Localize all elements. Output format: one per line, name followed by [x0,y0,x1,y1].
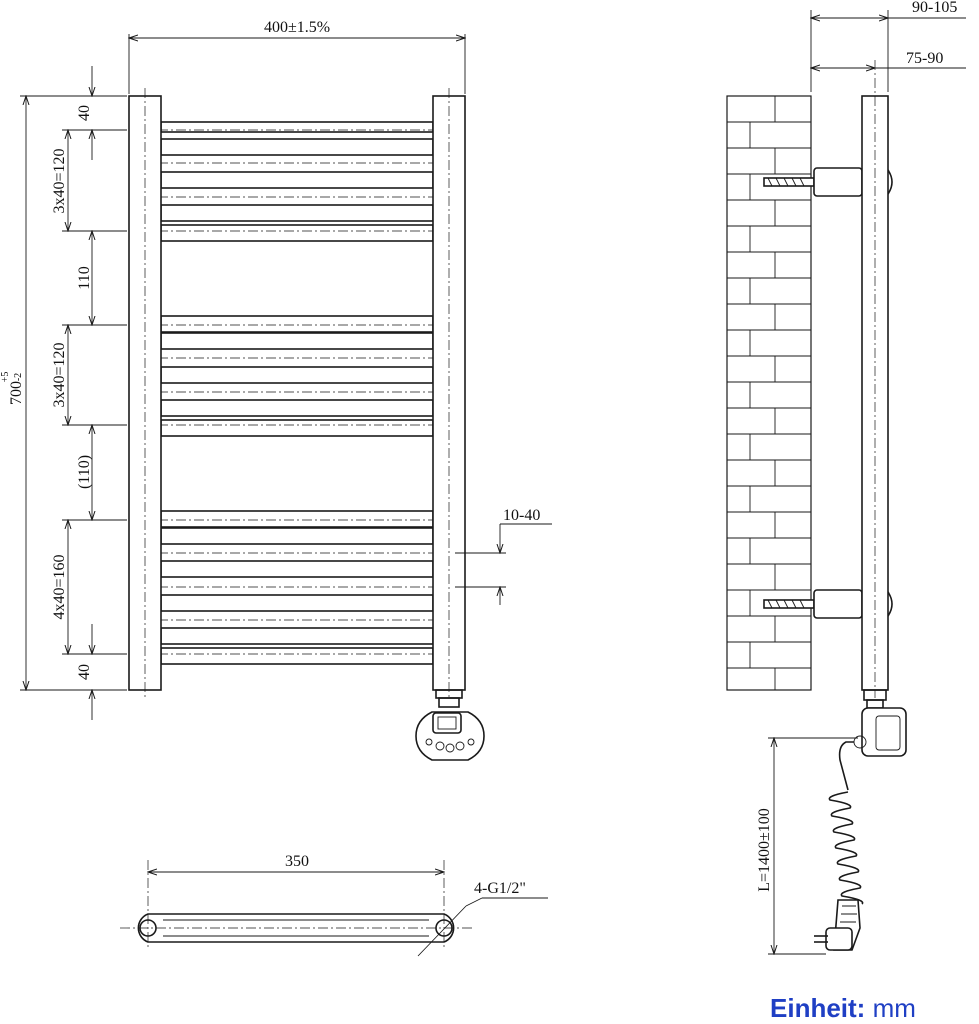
cable-length-dimension: L=1400±100 [756,808,773,892]
dim-gap2: (110) [76,455,93,489]
front-view: 400±1.5% 700 +5 -2 40 3x40=120 110 3x40=… [0,19,552,761]
connection-label: 4-G1/2" [474,880,526,897]
unit-note: Einheit: mm [770,993,916,1024]
dim-gap1: 110 [76,266,93,289]
left-rail [128,95,162,691]
wall-brackets [763,167,893,619]
depth-total-dimension: 90-105 [912,0,957,16]
height-tolerance-upper: +5 [0,372,11,383]
unit-value: mm [872,993,916,1023]
dim-top-40: 40 [76,105,93,121]
height-dimension: 700 [8,381,25,405]
dim-group1: 3x40=120 [51,148,68,213]
height-tolerance-lower: -2 [13,373,24,381]
center-distance-dimension: 350 [285,853,309,870]
dim-bottom-40: 40 [76,664,93,680]
dim-group2: 3x40=120 [51,342,68,407]
plug [814,899,861,951]
brick-wall [726,95,812,691]
bar-centerlines [140,129,455,655]
heating-controller [415,689,485,761]
dim-group3: 4x40=160 [51,554,68,619]
width-dimension: 400±1.5% [264,19,330,36]
depth-axis-dimension: 75-90 [906,50,943,67]
side-view: 90-105 75-90 L=1400±100 [726,0,966,954]
side-controller [838,689,907,791]
offset-dimension: 10-40 [503,507,540,524]
unit-label: Einheit: [770,993,866,1023]
crossbars [160,121,434,665]
bottom-view: 350 4-G1/2" [120,853,548,957]
